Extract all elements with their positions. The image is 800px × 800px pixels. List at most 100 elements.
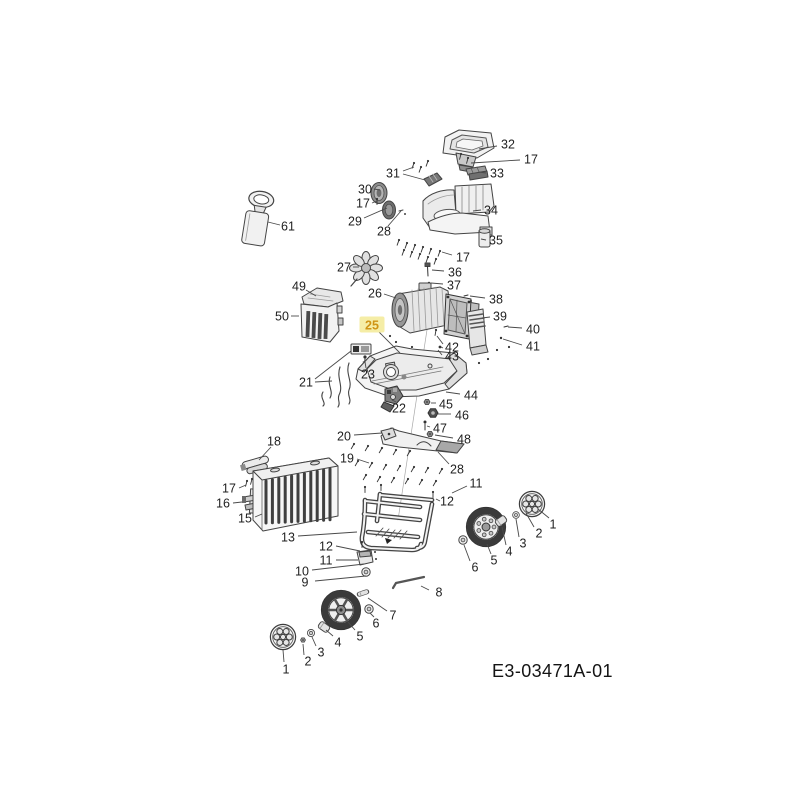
leader-line-31 <box>402 173 426 181</box>
leader-line-37 <box>430 282 444 285</box>
leader-line-17 <box>441 251 453 256</box>
part-label-5: 5 <box>357 629 364 643</box>
part-label-34: 34 <box>484 203 498 217</box>
part-deck <box>355 345 468 398</box>
part-label-17: 17 <box>222 481 236 495</box>
part-cylinder-35 <box>478 228 491 248</box>
part-label-45: 45 <box>439 397 453 411</box>
part-label-12: 12 <box>440 494 454 508</box>
leader-line-20 <box>353 432 383 436</box>
part-label-8: 8 <box>436 585 443 599</box>
part-bearing-22 <box>380 385 404 413</box>
leader-line-2 <box>302 643 305 656</box>
part-label-35: 35 <box>489 233 503 247</box>
part-blade-bar <box>380 427 465 454</box>
leader-line-12 <box>335 545 361 552</box>
part-label-21: 21 <box>299 375 313 389</box>
part-label-9: 9 <box>302 575 309 589</box>
part-label-33: 33 <box>490 166 504 180</box>
leader-line-4 <box>325 629 334 637</box>
leader-line-30 <box>373 188 381 191</box>
nut-45 <box>423 398 431 406</box>
part-label-50: 50 <box>275 309 289 323</box>
part-wheel-right <box>467 508 506 547</box>
leader-line-3 <box>515 518 520 538</box>
leader-line-35 <box>480 238 487 241</box>
leader-line-28 <box>387 210 402 227</box>
part-label-28: 28 <box>450 462 464 476</box>
part-label-48: 48 <box>457 432 471 446</box>
leader-line-38 <box>469 295 486 299</box>
part-label-10: 10 <box>295 564 309 578</box>
part-label-1: 1 <box>550 517 557 531</box>
part-label-2: 2 <box>305 654 312 668</box>
leader-line-39 <box>481 316 491 319</box>
leader-line-17 <box>238 484 247 489</box>
part-label-15: 15 <box>238 511 252 525</box>
nut-2-left <box>300 637 306 643</box>
part-label-38: 38 <box>489 292 503 306</box>
part-label-27: 27 <box>337 260 351 274</box>
leader-line-15 <box>254 513 263 518</box>
leader-line-32 <box>478 145 498 150</box>
part-label-39: 39 <box>493 309 507 323</box>
part-handle-18 <box>240 455 269 475</box>
part-screws-17-cluster <box>395 238 442 266</box>
part-label-26: 26 <box>368 286 382 300</box>
leader-line-19 <box>356 458 370 464</box>
leader-line-44 <box>445 391 461 395</box>
leader-lines <box>232 145 550 663</box>
leader-line-41 <box>502 338 523 346</box>
part-label-11: 11 <box>470 476 483 490</box>
leader-line-1 <box>282 649 285 663</box>
part-motor <box>391 282 480 341</box>
part-frame <box>359 483 435 553</box>
leader-line-12 <box>435 498 441 502</box>
leader-line-9 <box>314 575 367 582</box>
leader-line-6 <box>463 544 471 562</box>
part-label-46: 46 <box>455 408 469 422</box>
part-label-31: 31 <box>386 166 400 180</box>
leader-line-40 <box>507 326 523 329</box>
part-collection-box <box>252 457 339 532</box>
leader-line-29 <box>363 207 388 219</box>
leader-line-3 <box>311 636 317 647</box>
washer-6-left <box>364 604 374 614</box>
part-switch-housing <box>300 287 344 343</box>
leader-line-34 <box>472 209 482 212</box>
leader-line-10 <box>311 563 365 571</box>
part-label-23: 23 <box>361 367 375 381</box>
part-label-41: 41 <box>526 339 540 353</box>
part-label-7: 7 <box>390 608 397 622</box>
leader-line-33 <box>478 171 487 174</box>
part-label-6: 6 <box>373 616 380 630</box>
part-cables <box>321 362 351 408</box>
part-hopper-tray <box>442 129 495 173</box>
leader-line-1 <box>537 508 550 519</box>
leader-line-61 <box>267 221 281 226</box>
leader-line-4 <box>501 526 507 546</box>
part-label-29: 29 <box>348 214 362 228</box>
part-label-11: 11 <box>320 553 333 567</box>
part-disc-29 <box>382 200 406 220</box>
part-label-22: 22 <box>392 401 406 415</box>
part-label-25-highlighted: 25 <box>365 318 379 332</box>
part-label-20: 20 <box>337 429 351 443</box>
leader-line-5 <box>486 543 492 555</box>
leader-line-17 <box>470 159 521 164</box>
nut-46 <box>427 408 439 418</box>
part-label-49: 49 <box>292 279 306 293</box>
assembly-axis-line <box>397 296 433 521</box>
part-label-43: 43 <box>445 349 459 363</box>
leader-line-17 <box>371 200 378 204</box>
leader-line-6 <box>369 612 375 618</box>
part-label-44: 44 <box>464 388 478 402</box>
diagram-code: E3-03471A-01 <box>492 661 613 681</box>
part-wheel-left <box>322 591 361 630</box>
leader-line-49 <box>305 289 317 297</box>
part-label-37: 37 <box>447 278 461 292</box>
part-label-4: 4 <box>335 635 342 649</box>
part-label-28: 28 <box>377 224 391 238</box>
part-label-18: 18 <box>267 434 281 448</box>
